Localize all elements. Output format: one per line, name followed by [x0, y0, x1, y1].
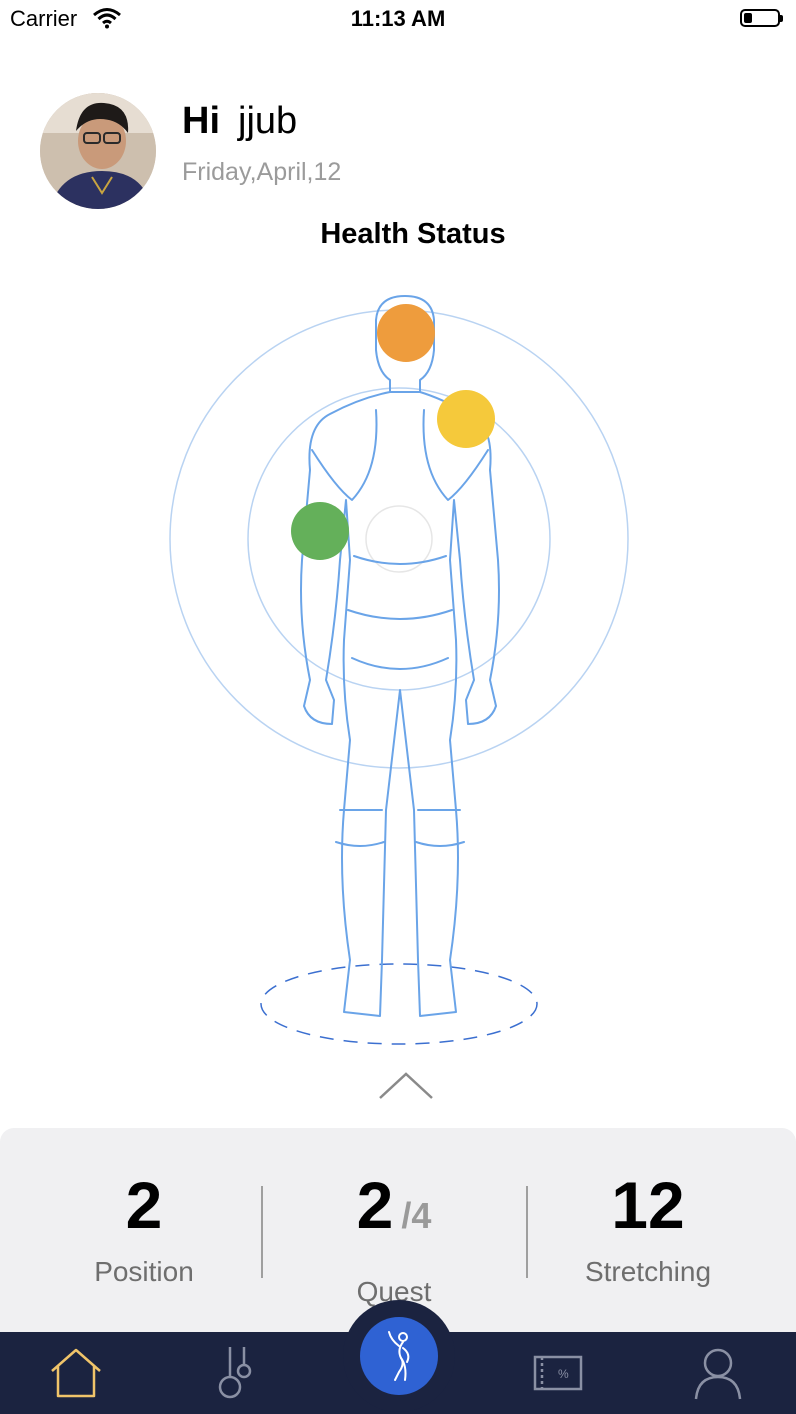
tab-coupon[interactable]: % [523, 1340, 593, 1406]
stretching-label: Stretching [584, 1256, 712, 1287]
body-figure [169, 295, 629, 1045]
stat-quest: 2/4 Quest [294, 1172, 494, 1308]
stat-stretching: 12 Stretching [548, 1172, 748, 1288]
wifi-icon [92, 6, 122, 35]
coupon-icon: % [533, 1355, 583, 1391]
tab-profile[interactable] [683, 1340, 753, 1406]
home-icon [51, 1348, 101, 1398]
battery-icon [740, 9, 784, 29]
clock: 11:13 AM [350, 6, 446, 31]
health-status-title: Health Status [320, 218, 506, 250]
divider [526, 1186, 528, 1278]
stretch-figure-icon [388, 1331, 410, 1381]
position-count: 2 [125, 1168, 163, 1242]
quest-total: /4 [401, 1195, 432, 1236]
profile-icon [694, 1348, 742, 1400]
svg-text:%: % [558, 1367, 569, 1381]
current-date: Friday,April,12 [182, 158, 342, 186]
arm-status-marker[interactable] [291, 502, 349, 560]
tab-exercise[interactable] [201, 1340, 271, 1406]
status-bar: Carrier 11:13 AM [0, 0, 796, 40]
position-label: Position [94, 1256, 194, 1287]
avatar[interactable] [40, 93, 156, 209]
rings-icon [218, 1347, 252, 1399]
divider [261, 1186, 263, 1278]
chevron-up-icon[interactable] [376, 1070, 436, 1102]
stretch-center-button[interactable] [360, 1317, 438, 1395]
stat-position: 2 Position [44, 1172, 244, 1288]
carrier-label: Carrier [10, 6, 78, 31]
tab-home[interactable] [41, 1340, 111, 1406]
quest-count: 2 [356, 1168, 394, 1242]
shoulder-status-marker[interactable] [437, 390, 495, 448]
stretching-count: 12 [611, 1168, 685, 1242]
head-status-marker[interactable] [377, 304, 435, 362]
user-name: jjub [238, 100, 298, 142]
greeting-hi: Hi [182, 100, 220, 142]
